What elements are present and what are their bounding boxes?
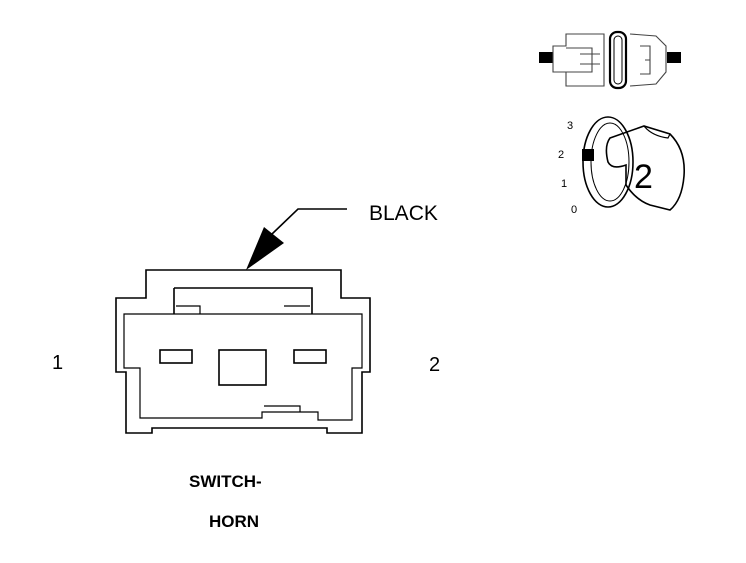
connector-side-view-icon bbox=[539, 30, 681, 90]
color-callout-leader bbox=[246, 208, 347, 270]
key-position-marker bbox=[582, 149, 594, 161]
pin-label-1: 1 bbox=[52, 352, 63, 374]
connector-title-line2: HORN bbox=[209, 512, 259, 531]
key-position-icon bbox=[582, 116, 686, 211]
center-cavity bbox=[218, 349, 267, 386]
key-scale-2: 2 bbox=[558, 149, 564, 161]
pin-label-2: 2 bbox=[429, 354, 440, 376]
callout-arrowhead bbox=[246, 227, 284, 270]
key-scale-3: 3 bbox=[567, 120, 573, 132]
connector-title-line1: SWITCH- bbox=[189, 472, 262, 491]
pin-cavity-2 bbox=[293, 349, 327, 364]
key-scale-1: 1 bbox=[561, 178, 567, 190]
pin-cavity-1 bbox=[159, 349, 193, 364]
connector-body bbox=[115, 269, 371, 434]
color-label: BLACK bbox=[369, 202, 438, 225]
key-number: 2 bbox=[634, 158, 653, 196]
key-scale-0: 0 bbox=[571, 204, 577, 216]
